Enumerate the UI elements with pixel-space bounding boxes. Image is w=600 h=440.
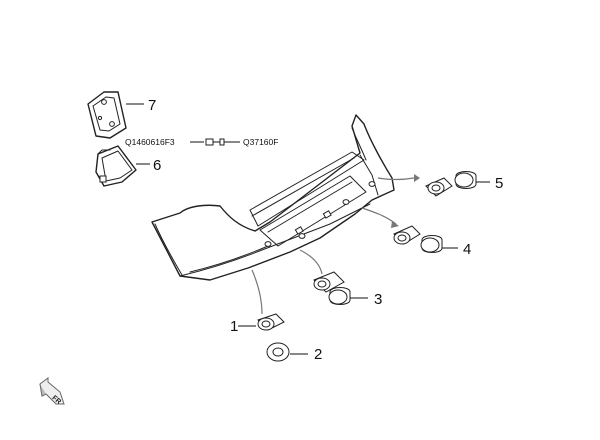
callout-6: 6 (153, 157, 161, 174)
sensor-part-4 (420, 235, 458, 253)
callout-1: 1 (230, 318, 238, 335)
part-number-right: Q37160F (243, 137, 278, 147)
callout-2: 2 (314, 346, 322, 363)
harness-connector (190, 138, 240, 146)
bracket-part-7 (87, 91, 144, 139)
callout-3: 3 (374, 291, 382, 308)
callout-7: 7 (148, 97, 156, 114)
sensor-bracket-upper-part-5 (425, 177, 453, 197)
rear-bumper (151, 114, 395, 281)
sensor-bracket-upper-part-3 (313, 271, 345, 293)
callout-4: 4 (463, 241, 471, 258)
front-direction-arrow-icon: FR (39, 377, 65, 406)
sensor-part-3 (328, 287, 368, 305)
callout-5: 5 (495, 175, 503, 192)
sensor-bracket-upper-part-4 (393, 225, 421, 245)
sensor-ring-part-2 (266, 342, 308, 362)
sensor-arrows (251, 174, 420, 315)
sensor-part-5 (454, 171, 490, 189)
sensor-bracket-part-1 (238, 313, 285, 331)
front-direction-label: FR (50, 395, 62, 406)
part-number-left: Q1460616F3 (125, 137, 175, 147)
control-module-part-6 (95, 145, 150, 187)
